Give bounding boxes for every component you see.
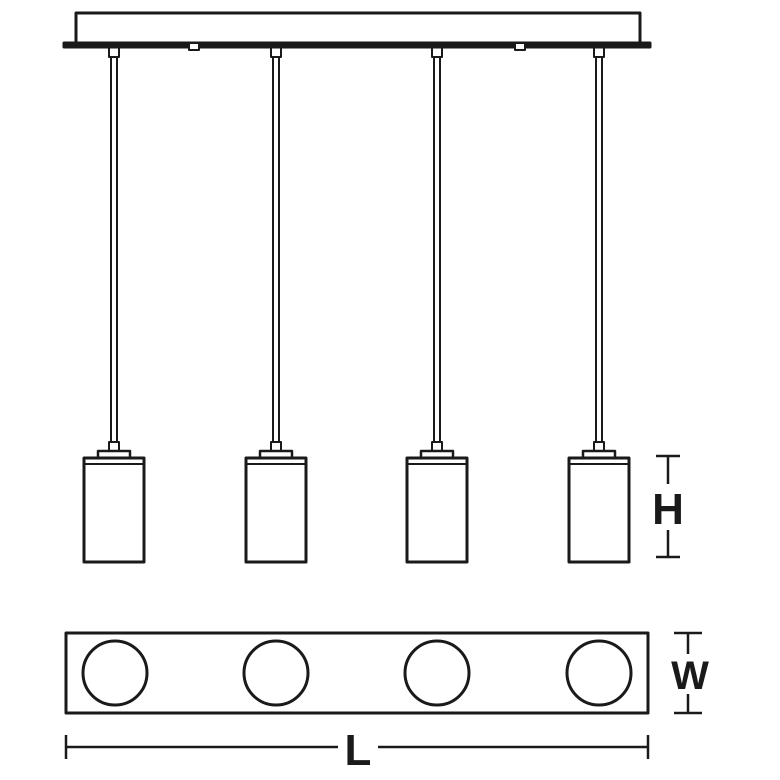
width-dimension	[674, 631, 702, 715]
top-view-outline	[64, 631, 650, 715]
glass-shade	[244, 456, 308, 564]
cord-connector-bottom	[593, 441, 605, 452]
top-view	[64, 631, 650, 715]
shade-circle-4	[565, 639, 633, 707]
canopy-base	[62, 41, 652, 49]
cord-connector-bottom	[431, 441, 443, 452]
pendant-2	[244, 46, 308, 564]
length-label: L	[345, 726, 372, 775]
height-label: H	[652, 485, 684, 534]
mount-screw-left	[188, 42, 200, 51]
cord-connector-top	[431, 46, 443, 58]
cord-connector-bottom	[270, 441, 282, 452]
glass-shade	[82, 456, 146, 564]
glass-shade	[405, 456, 469, 564]
mount-screw-right	[514, 42, 526, 51]
length-dimension	[64, 735, 650, 759]
shade-circle-1	[81, 639, 149, 707]
width-label: W	[671, 654, 709, 698]
cord-connector-top	[108, 46, 120, 58]
height-dimension	[656, 454, 680, 559]
cord-connector-top	[270, 46, 282, 58]
shade-circle-3	[403, 639, 471, 707]
canopy	[62, 11, 652, 51]
canopy-plate	[74, 11, 642, 45]
pendant-3	[405, 46, 469, 564]
glass-shade	[567, 456, 631, 564]
cord-connector-top	[593, 46, 605, 58]
pendant-4	[567, 46, 631, 564]
shade-circle-2	[242, 639, 310, 707]
cord-connector-bottom	[108, 441, 120, 452]
pendant-1	[82, 46, 146, 564]
